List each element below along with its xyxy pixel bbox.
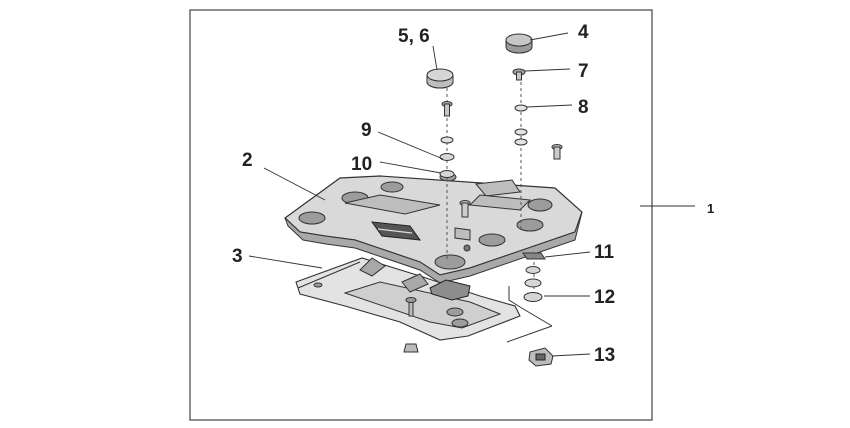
callout-8: 8 — [578, 97, 589, 118]
right-hardware-stack — [505, 33, 533, 230]
callout-5-6: 5, 6 — [398, 26, 430, 47]
pin-right — [551, 144, 563, 160]
rack-plate — [284, 172, 583, 284]
lower-right-hardware — [506, 252, 554, 367]
callout-9: 9 — [361, 120, 372, 141]
callout-2: 2 — [242, 150, 253, 171]
callout-1: 1 — [707, 201, 714, 216]
callout-13: 13 — [594, 345, 615, 366]
leader-lines — [248, 32, 695, 357]
callout-11: 11 — [594, 242, 615, 263]
callout-12: 12 — [594, 287, 615, 308]
callout-3: 3 — [232, 246, 243, 267]
callout-4: 4 — [578, 22, 589, 43]
callout-10: 10 — [351, 154, 372, 175]
base-plate — [295, 257, 521, 353]
callout-7: 7 — [578, 61, 589, 82]
left-hardware-stack — [426, 68, 455, 262]
pin-middle — [459, 200, 471, 218]
